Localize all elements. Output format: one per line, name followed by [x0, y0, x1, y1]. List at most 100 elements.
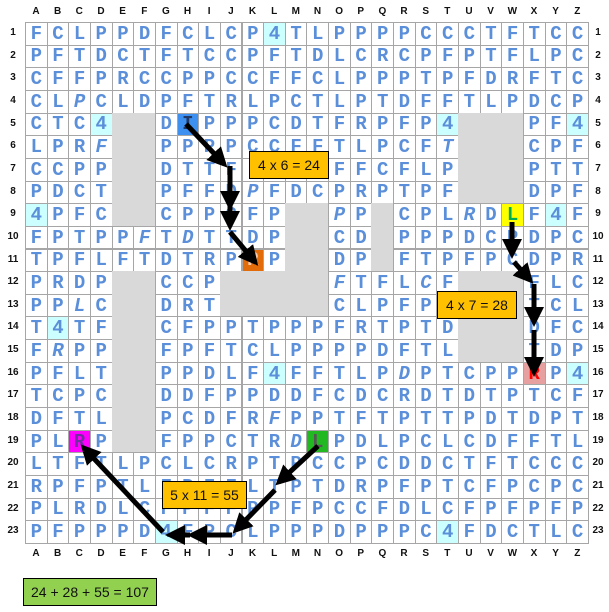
grid-cell-f20[interactable]: P — [133, 452, 156, 476]
grid-cell-i17[interactable]: F — [198, 384, 221, 409]
grid-cell-p5[interactable]: R — [349, 112, 373, 137]
grid-cell-x15[interactable]: T — [522, 339, 546, 363]
grid-cell-s22[interactable]: L — [414, 497, 438, 522]
grid-cell-r13[interactable]: F — [393, 293, 416, 318]
grid-cell-f3[interactable]: C — [133, 67, 156, 91]
grid-cell-p7[interactable]: F — [349, 157, 373, 182]
grid-cell-f23[interactable]: D — [133, 520, 156, 544]
grid-cell-o15[interactable]: P — [328, 339, 351, 363]
grid-cell-n19[interactable]: L — [306, 429, 330, 454]
grid-cell-y13[interactable]: C — [544, 293, 568, 318]
grid-cell-b1[interactable]: C — [46, 22, 70, 46]
grid-cell-q13[interactable]: P — [371, 293, 395, 318]
grid-cell-k4[interactable]: L — [241, 89, 265, 114]
grid-cell-c12[interactable]: D — [68, 271, 91, 295]
grid-cell-r14[interactable]: P — [393, 316, 416, 341]
grid-cell-g20[interactable]: C — [154, 452, 178, 476]
grid-cell-g23[interactable]: 4 — [154, 520, 178, 544]
grid-cell-z8[interactable]: F — [566, 180, 589, 205]
grid-cell-y21[interactable]: P — [544, 475, 568, 499]
grid-cell-m15[interactable]: P — [284, 339, 308, 363]
grid-cell-y8[interactable]: P — [544, 180, 568, 205]
grid-cell-u19[interactable]: C — [458, 429, 481, 454]
grid-cell-v10[interactable]: C — [479, 225, 503, 250]
grid-cell-p10[interactable]: D — [349, 225, 373, 250]
grid-cell-d2[interactable]: D — [89, 44, 113, 69]
grid-cell-c15[interactable]: P — [68, 339, 91, 363]
grid-cell-s11[interactable]: T — [414, 248, 438, 273]
grid-cell-o9[interactable]: P — [328, 203, 351, 227]
grid-cell-k11[interactable]: R — [241, 248, 265, 273]
grid-cell-k1[interactable]: P — [241, 22, 265, 46]
grid-cell-n21[interactable]: T — [306, 475, 330, 499]
grid-cell-l3[interactable]: F — [263, 67, 286, 91]
grid-cell-v21[interactable]: F — [479, 475, 503, 499]
grid-cell-z1[interactable]: C — [566, 22, 589, 46]
grid-cell-z18[interactable]: T — [566, 407, 589, 431]
grid-cell-m3[interactable]: F — [284, 67, 308, 91]
grid-cell-r7[interactable]: F — [393, 157, 416, 182]
grid-cell-b17[interactable]: C — [46, 384, 70, 409]
grid-cell-n2[interactable]: D — [306, 44, 330, 69]
grid-cell-a13[interactable]: P — [25, 293, 48, 318]
grid-cell-i4[interactable]: T — [198, 89, 221, 114]
grid-cell-v22[interactable]: P — [479, 497, 503, 522]
grid-cell-j23[interactable]: C — [219, 520, 243, 544]
grid-cell-x16[interactable]: R — [522, 361, 546, 386]
grid-cell-b23[interactable]: F — [46, 520, 70, 544]
grid-cell-u18[interactable]: P — [458, 407, 481, 431]
grid-cell-w18[interactable]: T — [501, 407, 524, 431]
grid-cell-c11[interactable]: F — [68, 248, 91, 273]
grid-cell-m5[interactable]: D — [284, 112, 308, 137]
grid-cell-a23[interactable]: P — [25, 520, 48, 544]
grid-cell-h15[interactable]: P — [176, 339, 200, 363]
grid-cell-n1[interactable]: L — [306, 22, 330, 46]
grid-cell-d18[interactable]: L — [89, 407, 113, 431]
grid-cell-l4[interactable]: P — [263, 89, 286, 114]
grid-cell-z11[interactable]: R — [566, 248, 589, 273]
grid-cell-d3[interactable]: P — [89, 67, 113, 91]
grid-cell-l10[interactable]: P — [263, 225, 286, 250]
grid-cell-k8[interactable]: P — [241, 180, 265, 205]
grid-cell-k16[interactable]: F — [241, 361, 265, 386]
grid-cell-e4[interactable]: L — [111, 89, 135, 114]
grid-cell-u23[interactable]: F — [458, 520, 481, 544]
grid-cell-r18[interactable]: P — [393, 407, 416, 431]
grid-cell-g1[interactable]: F — [154, 22, 178, 46]
grid-cell-i7[interactable]: T — [198, 157, 221, 182]
grid-cell-k17[interactable]: P — [241, 384, 265, 409]
grid-cell-h20[interactable]: L — [176, 452, 200, 476]
grid-cell-q21[interactable]: P — [371, 475, 395, 499]
grid-cell-s2[interactable]: P — [414, 44, 438, 69]
grid-cell-r20[interactable]: D — [393, 452, 416, 476]
grid-cell-h23[interactable]: F — [176, 520, 200, 544]
grid-cell-b14[interactable]: 4 — [46, 316, 70, 341]
grid-cell-j18[interactable]: F — [219, 407, 243, 431]
grid-cell-c13[interactable]: L — [68, 293, 91, 318]
grid-cell-j10[interactable]: T — [219, 225, 243, 250]
grid-cell-s12[interactable]: C — [414, 271, 438, 295]
grid-cell-l5[interactable]: C — [263, 112, 286, 137]
grid-cell-s16[interactable]: P — [414, 361, 438, 386]
grid-cell-t16[interactable]: T — [436, 361, 459, 386]
grid-cell-g7[interactable]: D — [154, 157, 178, 182]
grid-cell-y9[interactable]: 4 — [544, 203, 568, 227]
grid-cell-x5[interactable]: P — [522, 112, 546, 137]
grid-cell-p6[interactable]: L — [349, 135, 373, 159]
grid-cell-r4[interactable]: D — [393, 89, 416, 114]
grid-cell-t6[interactable]: T — [436, 135, 459, 159]
grid-cell-t5[interactable]: 4 — [436, 112, 459, 137]
grid-cell-o1[interactable]: P — [328, 22, 351, 46]
grid-cell-z23[interactable]: C — [566, 520, 589, 544]
grid-cell-n3[interactable]: C — [306, 67, 330, 91]
grid-cell-m18[interactable]: P — [284, 407, 308, 431]
grid-cell-e11[interactable]: F — [111, 248, 135, 273]
grid-cell-c6[interactable]: R — [68, 135, 91, 159]
grid-cell-j8[interactable]: D — [219, 180, 243, 205]
grid-cell-b7[interactable]: C — [46, 157, 70, 182]
grid-cell-f22[interactable]: C — [133, 497, 156, 522]
grid-cell-d11[interactable]: L — [89, 248, 113, 273]
grid-cell-a20[interactable]: L — [25, 452, 48, 476]
grid-cell-q7[interactable]: C — [371, 157, 395, 182]
grid-cell-s8[interactable]: P — [414, 180, 438, 205]
